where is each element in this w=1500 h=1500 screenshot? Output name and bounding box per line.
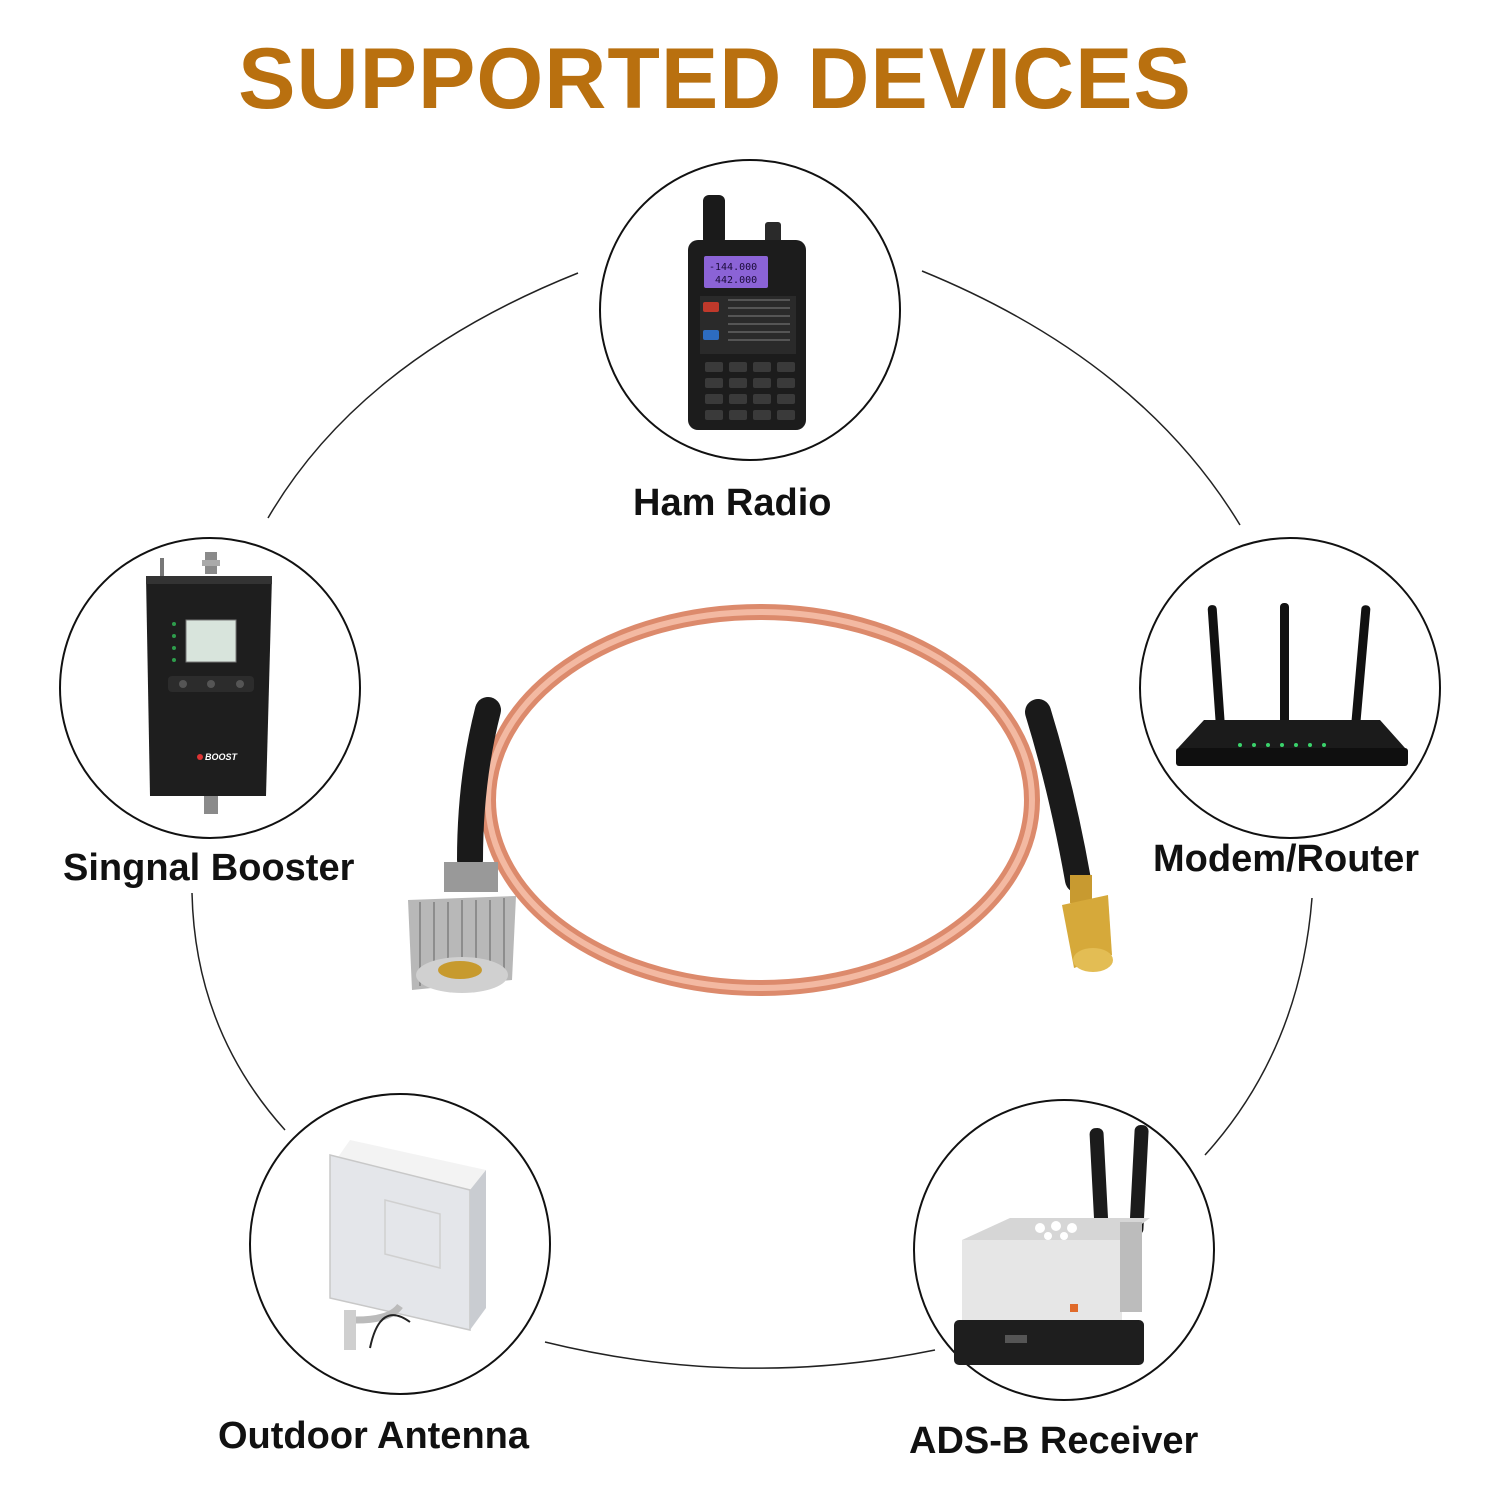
circle-router <box>1139 537 1441 839</box>
arc-adsb-to-antenna <box>544 1341 936 1369</box>
page-title: SUPPORTED DEVICES <box>238 31 1192 127</box>
radio-screen-line1: -144.000 <box>709 262 757 273</box>
ham-radio-icon: -144.000 442.000 <box>688 195 806 430</box>
adsb-receiver-icon <box>954 1125 1150 1365</box>
arc-ham-to-router <box>921 270 1241 526</box>
coax-cable-image <box>408 604 1113 996</box>
arc-router-to-adsb <box>1204 897 1313 1156</box>
arc-ham-to-booster <box>267 272 579 519</box>
radio-screen-line2: 442.000 <box>715 275 757 286</box>
device-label-modem-router: Modem/Router <box>1153 838 1419 880</box>
router-icon <box>1176 603 1408 766</box>
booster-brand-label: BOOST <box>205 752 239 762</box>
device-label-ham-radio: Ham Radio <box>633 482 832 524</box>
connector-arcs <box>191 270 1313 1369</box>
panel-antenna-icon <box>329 1140 486 1350</box>
device-label-adsb-receiver: ADS-B Receiver <box>909 1420 1199 1462</box>
n-connector <box>408 862 516 993</box>
signal-booster-icon: BOOST <box>146 552 272 814</box>
device-label-signal-booster: Singnal Booster <box>63 847 355 889</box>
arc-booster-to-antenna <box>191 892 286 1131</box>
sma-connector <box>1062 875 1113 972</box>
device-label-outdoor-antenna: Outdoor Antenna <box>218 1415 529 1457</box>
